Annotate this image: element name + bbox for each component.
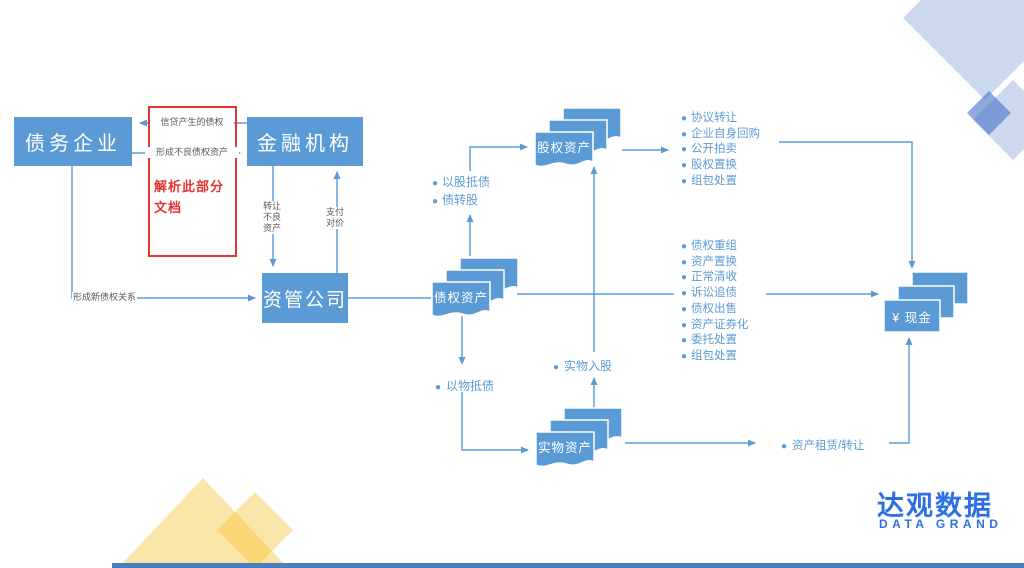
doc-stack-label: 实物资产 [537, 440, 592, 455]
list-item-label: 债转股 [442, 193, 479, 207]
list-item-label: 组包处置 [691, 349, 738, 362]
logo-datagrand-cn: 达观数据 [877, 491, 993, 521]
edge-label-pay-consideration: 支付 对价 [325, 207, 346, 229]
node-financial-institution: 金融机构 [247, 117, 363, 166]
bullet-dot-icon: ● [681, 256, 688, 268]
node-label: 金融机构 [257, 133, 353, 155]
list-item: ●协议转让 [681, 111, 760, 127]
edge-label-new-credit-relation: 形成新债权关系 [72, 292, 138, 303]
list-item: ●组包处置 [681, 349, 749, 365]
list-item-label: 协议转让 [691, 112, 738, 124]
bullet-dot-icon: ● [781, 441, 788, 452]
edge-label-transfer-npl: 转让 不良 资产 [262, 201, 283, 234]
list-item: ●债转股 [432, 192, 490, 210]
bullet-dot-icon: ● [681, 160, 688, 172]
annotation-text: 解析此部分 文档 [154, 179, 225, 215]
list-item-label: 以股抵债 [442, 175, 491, 189]
bullet-dot-icon: ● [553, 362, 560, 373]
list-item: ●企业自身回购 [681, 127, 760, 143]
bullet-dot-icon: ● [432, 178, 439, 189]
card-stack-cash: ¥ 现金 [883, 271, 969, 335]
list-item-label: 债权出售 [691, 302, 738, 315]
card-stack-label: ¥ 现金 [892, 310, 932, 325]
bullet-dot-icon: ● [681, 272, 688, 284]
bullet-physical-disposal: ● 资产租赁/转让 [781, 437, 864, 453]
bullet-dot-icon: ● [681, 303, 688, 315]
bullet-dot-icon: ● [435, 382, 442, 393]
list-item-label: 诉讼追债 [691, 287, 738, 300]
list-to-equity: ●以股抵债 ●债转股 [432, 174, 490, 210]
bullet-dot-icon: ● [681, 113, 688, 124]
doc-stack-credit-assets: 债权资产 [431, 257, 523, 329]
list-item: ●债权重组 [681, 239, 749, 255]
footer-bar [112, 563, 1024, 568]
list-item: ●组包处置 [681, 174, 760, 190]
list-item: ●资产证券化 [681, 318, 749, 334]
bullet-dot-icon: ● [681, 241, 688, 252]
bullet-dot-icon: ● [681, 350, 688, 362]
bullet-dot-icon: ● [681, 335, 688, 347]
bullet-physical-to-equity: ● 实物入股 [553, 357, 612, 374]
node-debtor-company: 债务企业 [14, 117, 132, 166]
list-item-label: 组包处置 [691, 174, 738, 187]
list-item: ●以股抵债 [432, 174, 490, 192]
bullet-label: 以物抵债 [446, 379, 495, 393]
node-label: 债务企业 [25, 133, 121, 155]
edge-label-form-npl: 形成不良债权资产 [145, 147, 239, 158]
bullet-dot-icon: ● [681, 319, 688, 331]
list-equity-disposal: ●协议转让 ●企业自身回购 ●公开拍卖 ●股权置换 ●组包处置 [681, 111, 760, 190]
node-asset-management-company: 资管公司 [262, 273, 348, 323]
list-item-label: 股权置换 [691, 159, 738, 172]
annotation-box [148, 106, 237, 257]
bullet-dot-icon: ● [681, 144, 688, 156]
node-label: 资管公司 [262, 289, 347, 311]
logo-datagrand-en: DATA GRAND [879, 517, 1003, 531]
list-credit-disposal: ●债权重组 ●资产置换 ●正常清收 ●诉讼追债 ●债权出售 ●资产证券化 ●委托… [681, 239, 749, 365]
bullet-dot-icon: ● [432, 196, 439, 207]
list-item: ●债权出售 [681, 302, 749, 318]
bullet-dot-icon: ● [681, 128, 688, 140]
list-item-label: 公开拍卖 [691, 143, 738, 156]
edge-label-credit-generated: 信贷产生的债权 [150, 117, 234, 128]
list-item-label: 企业自身回购 [691, 127, 761, 140]
list-item-label: 资产置换 [691, 255, 738, 268]
bullet-dot-icon: ● [681, 175, 688, 187]
list-item: ●公开拍卖 [681, 142, 760, 158]
list-item: ●委托处置 [681, 333, 749, 349]
list-item-label: 委托处置 [691, 334, 738, 347]
list-item-label: 资产证券化 [691, 318, 749, 331]
bullet-label: 资产租赁/转让 [792, 440, 865, 452]
list-item: ●正常清收 [681, 270, 749, 286]
bullet-label: 实物入股 [564, 359, 613, 373]
list-item: ●资产置换 [681, 255, 749, 271]
bullet-dot-icon: ● [681, 288, 688, 300]
list-item-label: 债权重组 [691, 240, 738, 252]
doc-stack-label: 债权资产 [433, 290, 488, 305]
list-item: ●诉讼追债 [681, 286, 749, 302]
doc-stack-label: 股权资产 [536, 140, 591, 155]
bullet-to-physical: ● 以物抵债 [435, 377, 494, 394]
list-item-label: 正常清收 [691, 271, 738, 284]
doc-stack-equity-assets: 股权资产 [534, 107, 626, 179]
list-item: ●股权置换 [681, 158, 760, 174]
doc-stack-physical-assets: 实物资产 [535, 407, 627, 479]
